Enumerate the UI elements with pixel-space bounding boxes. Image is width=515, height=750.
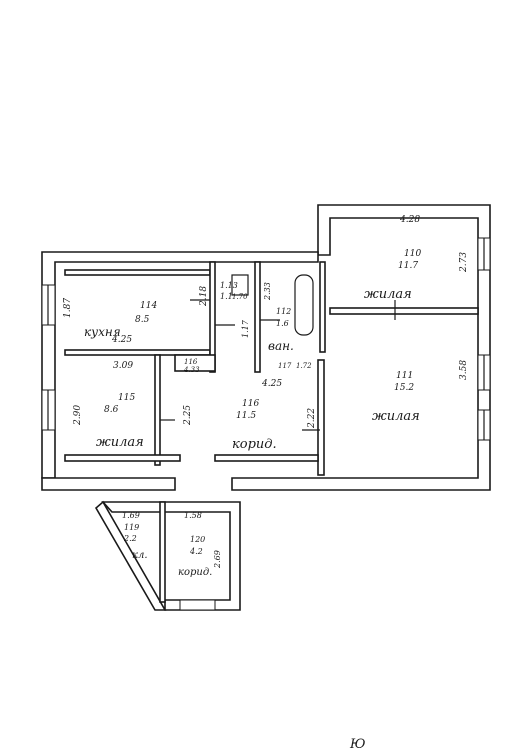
room110-top: 4.28 bbox=[399, 215, 420, 225]
room115-area: 8.6 bbox=[104, 405, 119, 415]
room115-top: 3.09 bbox=[113, 361, 133, 371]
room111-number: 111 bbox=[396, 371, 413, 381]
room-115: 3.09 115 8.6 жилая 2.90 bbox=[73, 361, 144, 450]
corridor-small-side: 2.69 bbox=[213, 550, 222, 569]
bath-area: 1.6 bbox=[276, 319, 289, 328]
corridor-main-left: 2.25 bbox=[183, 405, 193, 426]
room111-side: 3.58 bbox=[459, 360, 469, 380]
room-bath: 112 1.6 ван. 2.33 bbox=[263, 282, 294, 353]
room110-name: жилая bbox=[364, 287, 412, 302]
corridor-main: 116 11.5 корид. 4.25 2.25 2.22 bbox=[183, 379, 317, 452]
room-110: 4.28 110 11.7 жилая 2.73 bbox=[364, 215, 469, 302]
corridor-small-area: 4.2 bbox=[189, 547, 203, 556]
strip-sub: 1.72 bbox=[296, 362, 312, 370]
windows bbox=[41, 237, 491, 611]
wc-box-small: 1.17 bbox=[241, 319, 250, 338]
kitchen-number: 114 bbox=[140, 301, 157, 311]
room-closet: 1.69 119 2.2 кл. bbox=[122, 511, 148, 561]
room115-side: 2.90 bbox=[73, 405, 83, 426]
kitchen-width: 4.25 bbox=[111, 335, 132, 345]
corridor-main-width: 4.25 bbox=[261, 379, 282, 389]
wc-small: 1.70 bbox=[232, 293, 248, 301]
corridor-small-name: корид. bbox=[178, 567, 212, 578]
wc-area: 1.1 bbox=[220, 292, 233, 301]
strip-117: 117 bbox=[278, 362, 292, 370]
dimension-ticks bbox=[160, 299, 396, 431]
kitchen-name: кухня bbox=[84, 325, 121, 339]
wc-dim: 1.13 bbox=[220, 281, 238, 290]
bath-side: 2.33 bbox=[263, 282, 272, 301]
corridor-small-number: 120 bbox=[190, 535, 205, 544]
corridor-small-top: 1.58 bbox=[184, 511, 202, 520]
corridor-small: 1.58 120 4.2 корид. 2.69 bbox=[178, 511, 222, 578]
signature: Ю bbox=[349, 737, 366, 750]
corridor-main-name: корид. bbox=[232, 437, 277, 452]
room115-number: 115 bbox=[118, 393, 135, 403]
corridor-main-right: 2.22 bbox=[307, 408, 317, 429]
kitchen-height: 1.87 bbox=[63, 298, 73, 318]
strip-116-sub: 4.33 bbox=[183, 366, 200, 374]
bath-name: ван. bbox=[268, 339, 294, 353]
strip-116: 116 bbox=[184, 358, 198, 366]
room-wc: 1.13 1.1 1.70 1.17 bbox=[220, 281, 250, 338]
kitchen-side-right: 2.18 bbox=[199, 286, 209, 307]
room110-number: 110 bbox=[404, 249, 421, 259]
room110-side: 2.73 bbox=[459, 252, 469, 273]
closet-number: 119 bbox=[124, 523, 139, 532]
bath-number: 112 bbox=[276, 307, 291, 316]
closet-area: 2.2 bbox=[123, 534, 137, 543]
room-kitchen: 114 8.5 кухня 4.25 1.87 2.18 bbox=[63, 286, 209, 345]
inner-walls bbox=[64, 261, 479, 603]
kitchen-area: 8.5 bbox=[135, 315, 150, 325]
room110-area: 11.7 bbox=[398, 261, 418, 271]
closet-top: 1.69 bbox=[122, 511, 140, 520]
closet-name: кл. bbox=[132, 550, 148, 561]
corridor-main-number: 116 bbox=[242, 399, 259, 409]
corridor-main-area: 11.5 bbox=[236, 411, 256, 421]
room111-area: 15.2 bbox=[394, 383, 414, 393]
room111-name: жилая bbox=[372, 409, 420, 424]
room-111: 111 15.2 жилая 3.58 bbox=[372, 360, 469, 424]
room115-name: жилая bbox=[96, 435, 144, 450]
corridor-small-strip: 116 4.33 117 1.72 bbox=[183, 358, 312, 374]
